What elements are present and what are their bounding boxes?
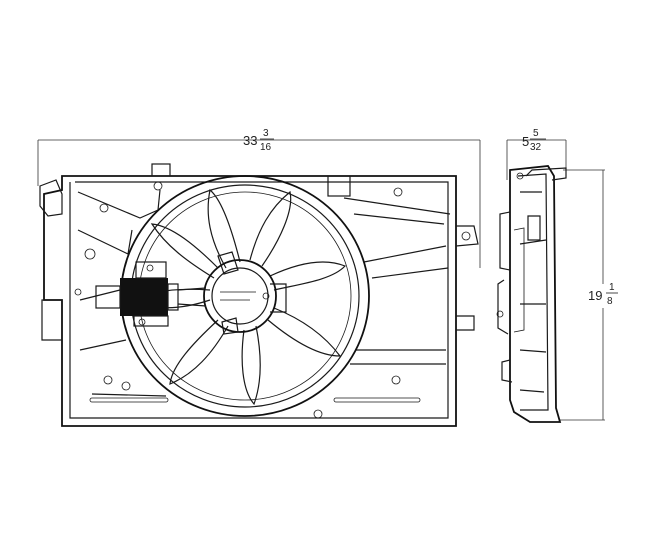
height-dim-den: 8 — [607, 296, 613, 307]
height-dim-whole: 19 — [588, 288, 602, 303]
front-view — [39, 163, 479, 427]
height-dim-num: 1 — [609, 282, 615, 293]
width-dim-den: 16 — [260, 142, 272, 153]
depth-dim-num: 5 — [533, 128, 539, 139]
depth-dim-den: 32 — [530, 142, 542, 153]
width-dimension: 33 3 16 — [37, 128, 481, 268]
width-dim-num: 3 — [263, 128, 269, 139]
depth-dim-whole: 5 — [522, 134, 529, 149]
depth-dimension: 5 5 32 — [506, 128, 567, 180]
width-dim-whole: 33 — [243, 133, 257, 148]
height-dimension: 19 1 8 — [560, 169, 618, 421]
fan-blades — [134, 188, 347, 406]
controller-module — [95, 261, 207, 327]
side-view — [496, 165, 567, 423]
